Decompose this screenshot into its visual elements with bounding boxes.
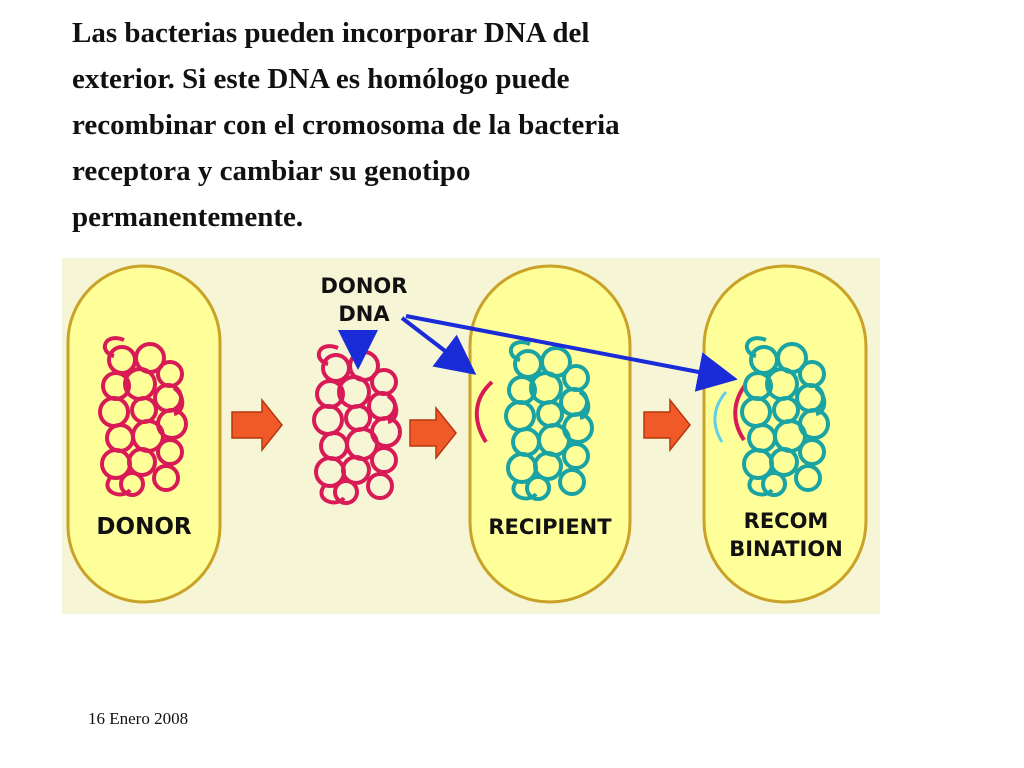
recombination-cell-body (702, 264, 868, 604)
process-arrow (231, 397, 283, 453)
title-line: receptora y cambiar su genotipo (72, 155, 471, 187)
title-line: recombinar con el cromosoma de la bacter… (72, 109, 620, 141)
excised-fragment (713, 391, 728, 443)
donor-dna-release: DONOR DNA (312, 274, 408, 505)
slide-date: 16 Enero 2008 (88, 709, 189, 728)
blue-arrow-to-recombination (405, 314, 738, 392)
donor-dna-label-line: DNA (338, 302, 390, 326)
recombination-cell: RECOM BINATION (702, 264, 868, 604)
recipient-cell: RECIPIENT (468, 264, 632, 604)
recipient-cell-body (468, 264, 632, 604)
title-line: exterior. Si este DNA es homólogo puede (72, 63, 570, 95)
recombination-label-line: RECOM (744, 509, 829, 533)
donor-label: DONOR (96, 514, 191, 540)
process-arrow (643, 397, 691, 453)
diagram-canvas: DONOR DONOR DNA RECIPIENT (62, 258, 880, 614)
slide-title: Las bacterias pueden incorporar DNA del … (72, 10, 872, 240)
process-arrow (409, 405, 457, 461)
recipient-label: RECIPIENT (488, 515, 612, 539)
donor-dna-fragment (474, 380, 494, 444)
title-line: permanentemente. (72, 201, 304, 233)
donor-cell: DONOR (66, 264, 222, 604)
integrated-donor-segment (733, 382, 748, 442)
title-line: Las bacterias pueden incorporar DNA del (72, 17, 590, 49)
donor-cell-body (66, 264, 222, 604)
transformation-diagram: DONOR DONOR DNA RECIPIENT (62, 258, 880, 614)
recombination-label-line: BINATION (729, 537, 843, 561)
donor-dna-label-line: DONOR (321, 274, 408, 298)
blue-arrow-to-recipient (400, 316, 477, 375)
